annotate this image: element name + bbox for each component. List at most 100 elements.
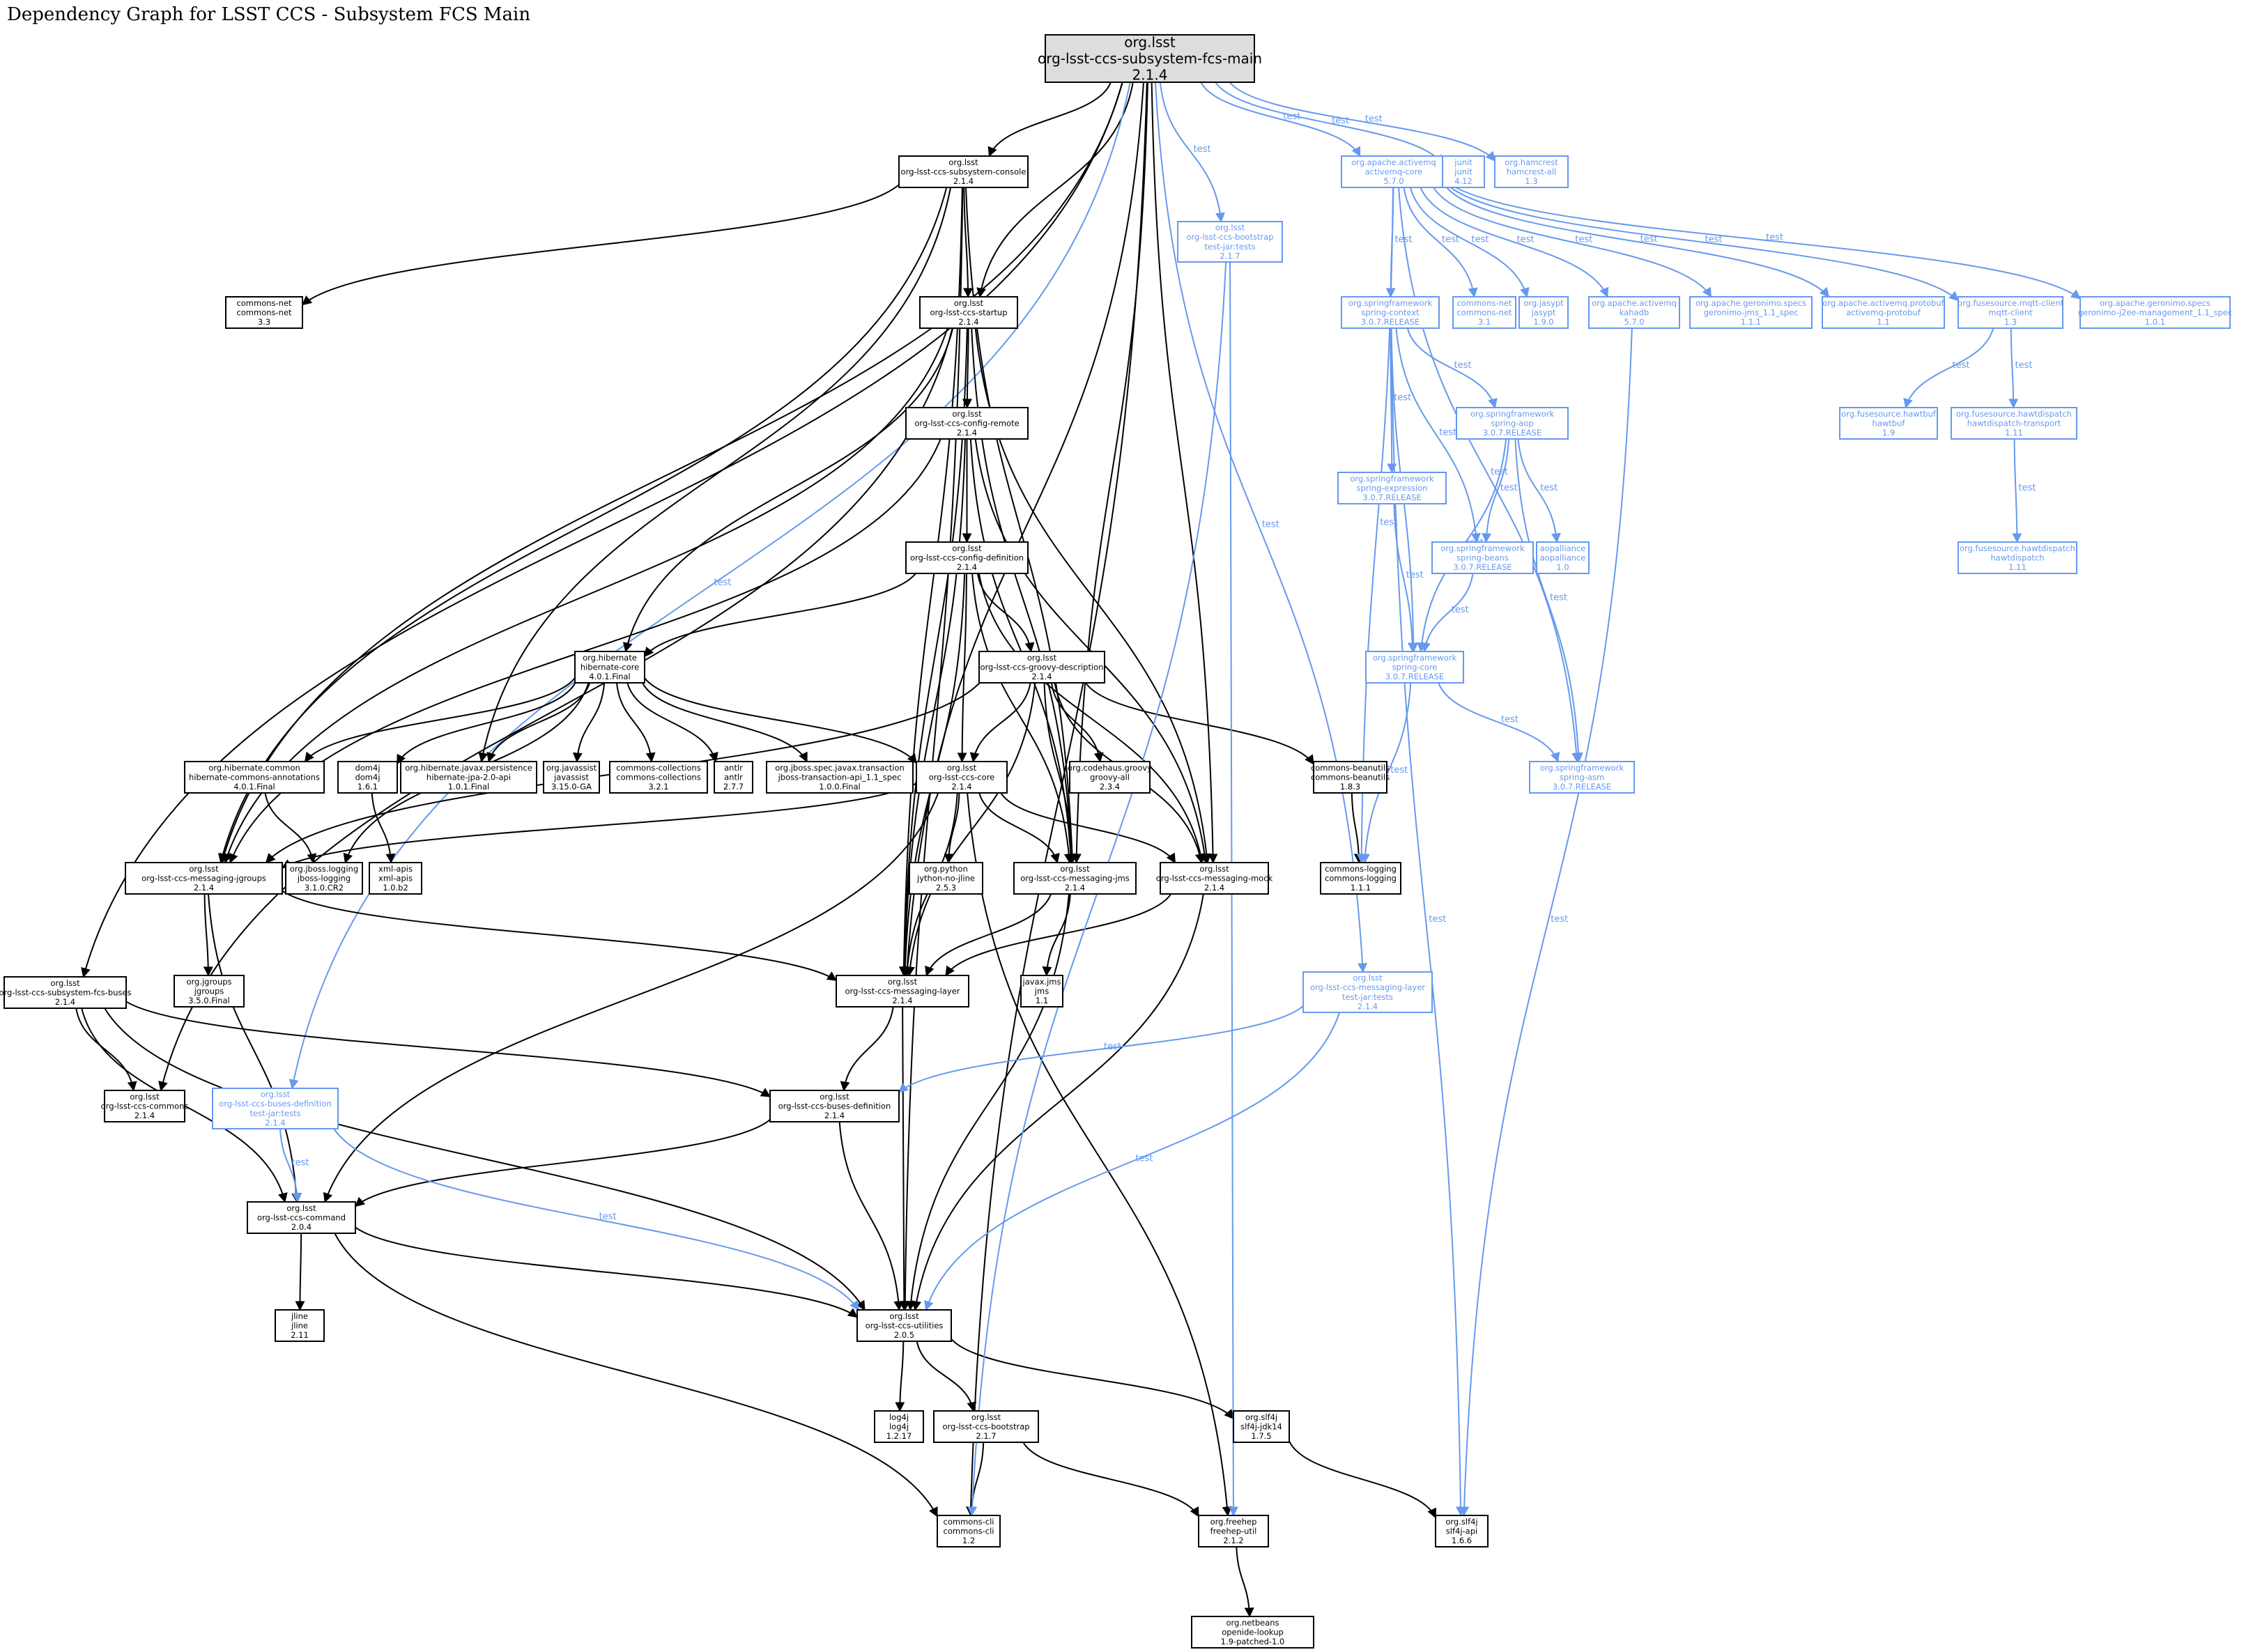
node-label-line: spring-core xyxy=(1392,663,1438,672)
edge-scope-label: test xyxy=(1500,483,1518,493)
node-box xyxy=(1431,541,1534,574)
node-label-line: junit xyxy=(1454,167,1472,177)
edge-scope-label: test xyxy=(1439,428,1456,438)
node-label-line: 1.11 xyxy=(2005,428,2023,438)
node-groovy-description: org.lsstorg-lsst-ccs-groovy-description2… xyxy=(978,651,1105,684)
dependency-edge-spring_context-to-spring_aop xyxy=(1406,327,1498,409)
node-label-line: org.lsst xyxy=(286,1203,316,1213)
dependency-edge-hibernate_core-to-commons_collections xyxy=(615,682,656,763)
node-label-line: geronimo-j2ee-management_1.1_spec xyxy=(2078,308,2232,318)
node-label-line: org.apache.geronimo.specs xyxy=(2100,298,2210,308)
dependency-edge-activemq_core-to-kahadb xyxy=(1420,187,1609,298)
dependency-edge-startup-to-hibernate_core xyxy=(622,327,954,653)
dependency-edge-spring_context-to-spring_expression xyxy=(1387,327,1397,474)
dependency-edge-hibernate_core-to-antlr xyxy=(626,682,718,763)
node-label-line: org.slf4j xyxy=(1245,1412,1277,1422)
node-label-line: org.lsst xyxy=(50,978,80,988)
dependency-edge-ccs_core-to-ccs_command xyxy=(323,792,939,1203)
node-label-line: org.lsst xyxy=(130,1092,160,1102)
node-label-line: 1.2 xyxy=(962,1536,975,1545)
node-label-line: org.codehaus.groovy xyxy=(1068,763,1152,773)
node-label-line: jms xyxy=(1034,987,1049,996)
dependency-edge-ccs_utilities-to-ccs_bootstrap xyxy=(916,1341,977,1412)
dependency-edge-buses_definition-to-ccs_command xyxy=(354,1119,771,1207)
dependency-edge-buses_def_tests-to-ccs_command xyxy=(279,1128,302,1203)
node-label-line: 3.1 xyxy=(1478,317,1491,327)
node-box xyxy=(574,651,645,684)
node-messaging-layer-tests: org.lsstorg-lsst-ccs-messaging-layertest… xyxy=(1302,971,1433,1013)
dependency-edge-console-to-messaging_jgroups xyxy=(218,187,948,864)
node-label-line: org-lsst-ccs-command xyxy=(257,1213,346,1223)
dependency-edge-ccs_bootstrap-to-freehep_util xyxy=(1022,1442,1199,1518)
node-label-line: test-jar:tests xyxy=(1342,992,1393,1002)
node-label-line: 2.1.4 xyxy=(1031,672,1052,681)
node-label-line: org.springframework xyxy=(1540,763,1624,773)
edge-scope-label: test xyxy=(1705,235,1723,245)
node-box xyxy=(1045,34,1255,83)
edge-scope-label: test xyxy=(1395,235,1413,245)
dependency-edge-console-to-messaging_layer xyxy=(898,187,963,977)
dependency-edge-activemq_core-to-activemq_protobuf xyxy=(1445,186,1830,298)
node-label-line: 2.1.4 xyxy=(1065,883,1085,893)
node-label-line: xml-apis xyxy=(378,874,413,883)
node-box xyxy=(766,761,914,794)
dependency-edge-console-to-startup xyxy=(963,187,974,298)
node-label-line: 2.1.4 xyxy=(1132,67,1168,84)
node-label-line: org.jboss.logging xyxy=(290,864,358,874)
node-label-line: org-lsst-ccs-messaging-layer xyxy=(845,987,960,996)
node-label-line: commons-logging xyxy=(1325,874,1397,883)
dependency-edge-ccs_core-to-messaging_jms xyxy=(978,792,1060,864)
node-label-line: 2.1.4 xyxy=(1358,1001,1378,1011)
dependency-edge-startup-to-config_remote xyxy=(962,327,972,409)
node-label-line: 2.1.4 xyxy=(957,428,977,438)
dependency-edge-spring_expression-to-spring_core xyxy=(1393,503,1417,653)
node-label-line: 3.1.0.CR2 xyxy=(305,883,344,893)
node-hibernate-annotations: org.hibernate.commonhibernate-commons-an… xyxy=(184,761,325,794)
node-label-line: freehep-util xyxy=(1210,1527,1257,1536)
node-label-line: 3.0.7.RELEASE xyxy=(1361,317,1420,327)
node-box xyxy=(836,975,969,1008)
dependency-edge-root-to-messaging_jms xyxy=(1071,82,1148,864)
edge-scope-label: test xyxy=(2015,360,2033,371)
node-label-line: 1.0.1 xyxy=(2145,317,2165,327)
node-box xyxy=(769,1090,900,1122)
dependency-edge-startup-to-messaging_layer xyxy=(899,327,968,977)
node-activemq-protobuf: org.apache.activemq.protobufactivemq-pro… xyxy=(1822,296,1945,329)
node-box xyxy=(714,761,753,794)
node-label-line: commons-net xyxy=(236,298,292,308)
node-box xyxy=(1013,862,1137,895)
node-label-line: 2.1.4 xyxy=(958,317,978,327)
edge-scope-label: test xyxy=(1953,360,1970,371)
node-label-line: spring-expression xyxy=(1357,484,1428,493)
dependency-edge-fcs_buses-to-buses_definition xyxy=(125,1001,771,1097)
node-box xyxy=(874,1410,924,1443)
node-label-line: org.lsst xyxy=(947,763,977,773)
node-label-line: 3.0.7.RELEASE xyxy=(1453,562,1512,572)
node-box xyxy=(905,541,1029,574)
node-label-line: 1.0 xyxy=(1556,562,1569,572)
node-label-line: antlr xyxy=(724,763,743,773)
dependency-edge-groovy_description-to-commons_beanutils xyxy=(1085,682,1314,765)
node-label-line: org.lsst xyxy=(889,1311,919,1321)
node-box xyxy=(1020,975,1063,1008)
node-box xyxy=(2079,296,2231,329)
node-box xyxy=(1160,862,1269,895)
node-box xyxy=(1191,1616,1314,1649)
dependency-edge-root-to-console xyxy=(987,82,1112,157)
dependency-edge-config_definition-to-hibernate_core xyxy=(644,573,916,658)
node-label-line: hawtdispatch xyxy=(1990,553,2044,563)
node-label-line: org.springframework xyxy=(1350,474,1434,484)
node-label-line: commons-collections xyxy=(616,773,700,782)
edge-scope-label: test xyxy=(1380,518,1397,528)
node-label-line: spring-asm xyxy=(1560,773,1604,782)
node-label-line: org-lsst-ccs-messaging-mock xyxy=(1156,874,1273,883)
node-label-line: org.slf4j xyxy=(1445,1517,1477,1527)
node-box xyxy=(898,155,1029,188)
dependency-edge-slf4j_jdk14-to-slf4j_api xyxy=(1289,1440,1437,1519)
